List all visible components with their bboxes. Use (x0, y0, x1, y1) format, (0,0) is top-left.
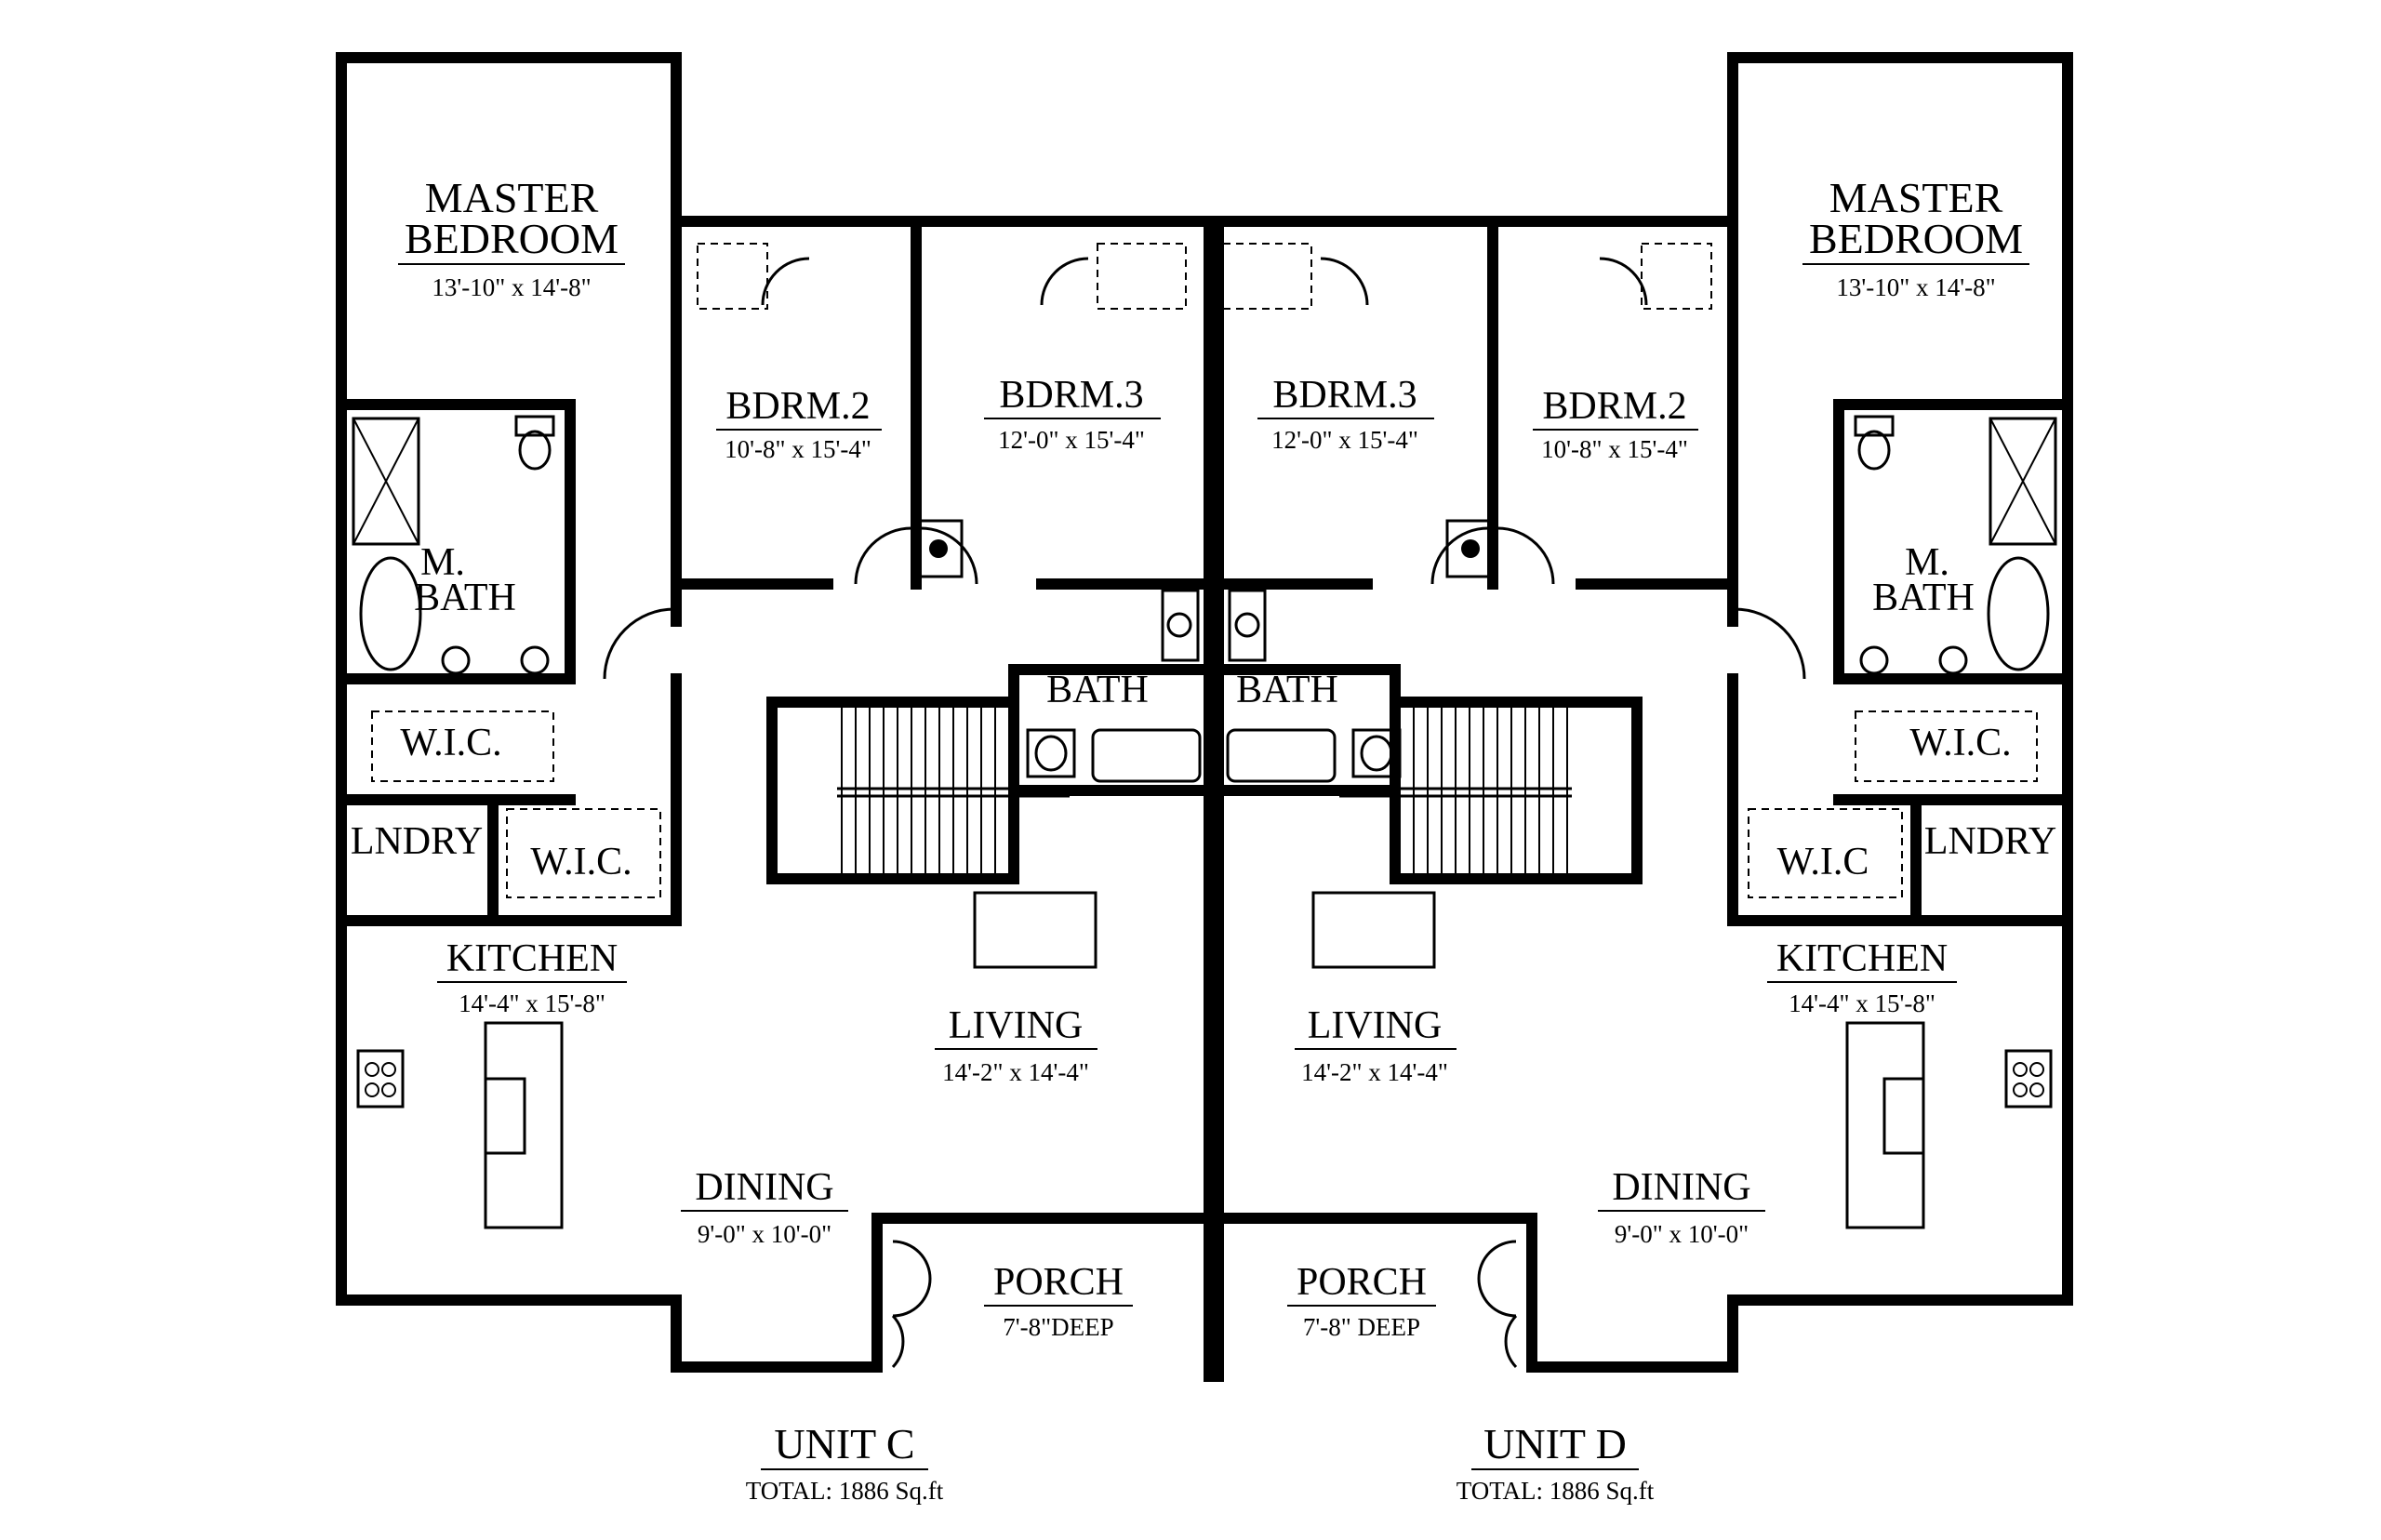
unit-d-m-bath-line1: M. (1905, 541, 1949, 584)
unit-d-master-bedroom-line1: MASTER (1829, 174, 2003, 221)
unit-d-dining-label: DINING (1612, 1166, 1750, 1209)
unit-d-living-dim: 14'-2" x 14'-4" (1301, 1058, 1448, 1086)
unit-c-labels: MASTER BEDROOM 13'-10" x 14'-8" BDRM.2 1… (351, 174, 1161, 1505)
unit-c-bdrm3-label: BDRM.3 (999, 374, 1143, 417)
unit-c-bdrm2-dim: 10'-8" x 15'-4" (725, 435, 871, 463)
unit-c-living-dim: 14'-2" x 14'-4" (942, 1058, 1089, 1086)
unit-c-bdrm3-dim: 12'-0" x 15'-4" (998, 426, 1145, 454)
unit-d-laundry: LNDRY (1924, 820, 2056, 863)
unit-c-dining-label: DINING (695, 1166, 833, 1209)
unit-d-living-label: LIVING (1308, 1004, 1443, 1047)
unit-c-living-label: LIVING (949, 1004, 1084, 1047)
unit-c-dining-dim: 9'-0" x 10'-0" (698, 1220, 831, 1248)
unit-c-porch-label: PORCH (993, 1261, 1124, 1304)
unit-d-bdrm2-dim: 10'-8" x 15'-4" (1541, 435, 1688, 463)
unit-c-kitchen-dim: 14'-4" x 15'-8" (459, 989, 605, 1017)
unit-c-porch-dim: 7'-8"DEEP (1003, 1313, 1113, 1341)
unit-d-master-bedroom-dim: 13'-10" x 14'-8" (1836, 273, 1995, 301)
unit-c-total: TOTAL: 1886 Sq.ft (746, 1477, 944, 1505)
unit-c-bath-label: BATH (1046, 669, 1149, 711)
unit-d-kitchen-label: KITCHEN (1776, 937, 1948, 980)
unit-d-master-bedroom-line2: BEDROOM (1809, 215, 2023, 262)
unit-c-m-bath-line2: BATH (414, 577, 516, 619)
unit-d-bath-label: BATH (1236, 669, 1338, 711)
unit-d-fixtures (1222, 243, 2057, 1369)
unit-c-laundry: LNDRY (351, 820, 483, 863)
unit-d-stair-treads (1399, 707, 1568, 874)
unit-d-title: UNIT D (1483, 1420, 1627, 1467)
unit-d-porch-label: PORCH (1297, 1261, 1427, 1304)
unit-d-bdrm3-dim: 12'-0" x 15'-4" (1271, 426, 1418, 454)
unit-c-master-bedroom-dim: 13'-10" x 14'-8" (432, 273, 591, 301)
unit-c-bdrm2-label: BDRM.2 (725, 385, 870, 428)
unit-c-title: UNIT C (774, 1420, 914, 1467)
unit-d-wic-lower: W.I.C (1777, 841, 1869, 883)
unit-d-bdrm2-label: BDRM.2 (1542, 385, 1686, 428)
unit-c-kitchen-label: KITCHEN (446, 937, 618, 980)
unit-d-kitchen-dim: 14'-4" x 15'-8" (1789, 989, 1935, 1017)
unit-c-m-bath-line1: M. (420, 541, 465, 584)
unit-c-wic-lower: W.I.C. (530, 841, 632, 883)
unit-d-porch-dim: 7'-8" DEEP (1303, 1313, 1420, 1341)
unit-d-labels: MASTER BEDROOM 13'-10" x 14'-8" BDRM.2 1… (1236, 174, 2056, 1505)
unit-d-wic-upper: W.I.C. (1909, 722, 2011, 764)
unit-c-master-bedroom-line1: MASTER (425, 174, 599, 221)
unit-c-stair-treads (841, 707, 1010, 874)
unit-d-total: TOTAL: 1886 Sq.ft (1457, 1477, 1655, 1505)
unit-c-fixtures (352, 243, 1202, 1369)
unit-d-m-bath-line2: BATH (1872, 577, 1975, 619)
unit-d-dining-dim: 9'-0" x 10'-0" (1615, 1220, 1749, 1248)
unit-c-wic-upper: W.I.C. (400, 722, 501, 764)
unit-d-bdrm3-label: BDRM.3 (1272, 374, 1417, 417)
unit-d-walls (1213, 52, 2073, 1382)
unit-c-master-bedroom-line2: BEDROOM (405, 215, 619, 262)
